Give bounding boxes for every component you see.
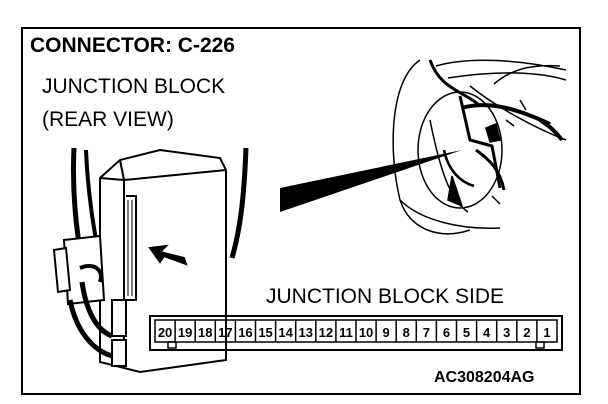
pin-label: 4 (483, 325, 491, 340)
pin-label: 18 (198, 325, 212, 340)
diagram-frame (21, 27, 581, 395)
pin-label: 19 (178, 325, 192, 340)
view-label-line1: JUNCTION BLOCK (42, 75, 225, 98)
pin-label: 5 (463, 325, 470, 340)
connector-outline (149, 315, 563, 351)
pin-label: 9 (383, 325, 390, 340)
pin-label: 7 (423, 325, 430, 340)
pin-label: 3 (503, 325, 510, 340)
connector-title: CONNECTOR: C-226 (30, 34, 235, 57)
pin-label: 20 (158, 325, 172, 340)
pin-label: 1 (543, 325, 550, 340)
pin-label: 8 (403, 325, 410, 340)
connector-latch-right (535, 341, 545, 349)
pin-label: 6 (443, 325, 450, 340)
connector-side-label: JUNCTION BLOCK SIDE (266, 285, 504, 308)
pin-label: 16 (238, 325, 252, 340)
location-pointer (280, 150, 462, 212)
pin-label: 10 (359, 325, 373, 340)
pin-label: 2 (523, 325, 530, 340)
pin-label: 13 (299, 325, 313, 340)
pin-label: 12 (319, 325, 333, 340)
view-label-line2: (REAR VIEW) (42, 108, 174, 131)
dashboard-location-illustration (392, 59, 567, 235)
pin-label: 17 (218, 325, 232, 340)
connector-latch-left (167, 341, 177, 349)
pin-label: 15 (258, 325, 272, 340)
pin-label: 11 (339, 325, 353, 340)
pin-label: 14 (278, 325, 293, 340)
figure-code: AC308204AG (434, 369, 535, 386)
